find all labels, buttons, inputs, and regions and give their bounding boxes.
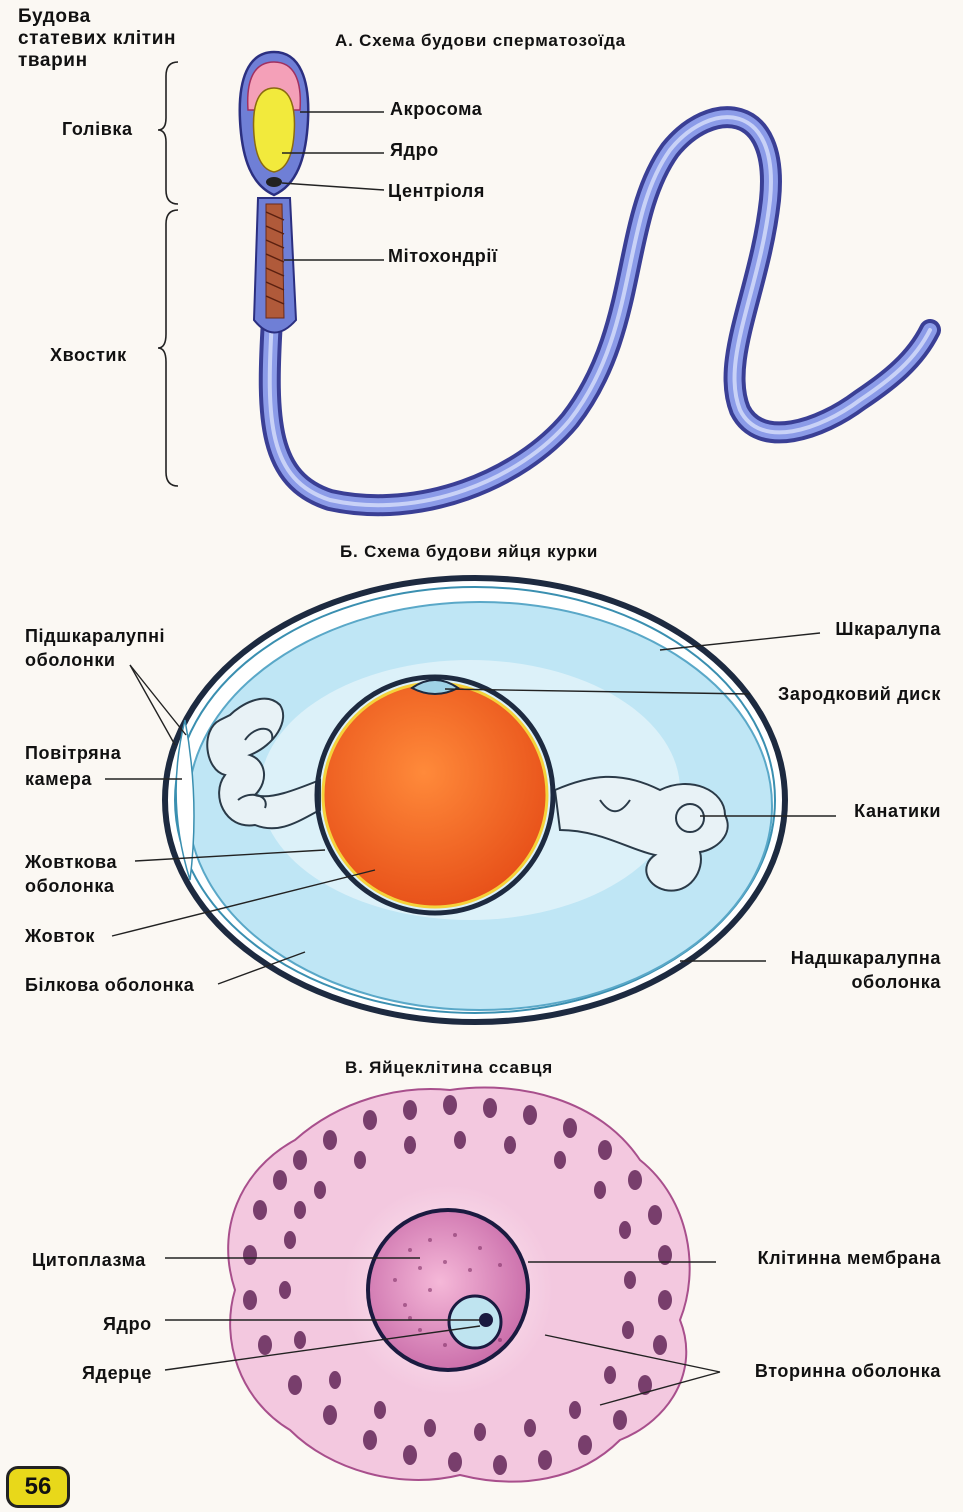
label-germinal-disc: Зародковий диск [778, 684, 941, 704]
sperm-diagram [157, 50, 941, 517]
ovum-leaders [164, 1257, 721, 1406]
label-secondary-membrane: Вторинна оболонка [754, 1361, 941, 1381]
nucleus [252, 87, 296, 173]
label-tail: Хвостик [50, 345, 127, 365]
yolk [321, 681, 549, 909]
label-air-chamber: Повітряна камера [25, 743, 122, 789]
label-shell-membranes: Підшкаралупні оболонки [25, 626, 166, 670]
section-c-title: В. Яйцеклітина ссавця [345, 1058, 553, 1077]
tail-brace [157, 209, 179, 487]
label-ovum-nucleus: Ядро [103, 1314, 152, 1334]
egg-leaders [105, 632, 836, 985]
mammal-ovum-diagram [227, 1086, 691, 1483]
germinal-disc [410, 679, 460, 695]
sperm-leaders [281, 111, 385, 261]
follicle-cells [243, 1095, 672, 1475]
nucleolus [479, 1313, 493, 1327]
label-cell-membrane: Клітинна мембрана [757, 1248, 941, 1268]
label-albumen: Білкова оболонка [25, 975, 195, 995]
air-chamber [175, 719, 195, 881]
sperm-tail [258, 106, 941, 517]
label-cuticle: Надшкаралупна оболонка [790, 948, 941, 992]
centriole [266, 177, 282, 187]
section-b-title: Б. Схема будови яйця курки [340, 542, 599, 561]
ovum-nucleus [447, 1294, 503, 1350]
label-shell: Шкаралупа [835, 619, 941, 639]
label-acrosome: Акросома [390, 99, 483, 119]
head-brace [157, 61, 179, 205]
label-vitelline-membrane: Жовткова оболонка [25, 852, 118, 896]
section-a-title: А. Схема будови сперматозоїда [335, 31, 626, 50]
label-cytoplasm: Цитоплазма [32, 1250, 146, 1270]
egg-diagram [162, 575, 788, 1025]
chalaza-right [553, 775, 729, 892]
label-centriole: Центріоля [388, 181, 485, 201]
label-head: Голівка [62, 119, 133, 139]
label-nucleolus: Ядерце [82, 1363, 153, 1383]
vitelline-membrane [314, 674, 556, 916]
main-title: Будова статевих клітин тварин [18, 6, 177, 71]
label-yolk: Жовток [25, 926, 96, 946]
label-mitochondria: Мітохондрії [388, 246, 498, 266]
page-number-badge: 56 [6, 1466, 70, 1508]
label-sperm-nucleus: Ядро [390, 140, 439, 160]
chalaza-left [206, 697, 321, 830]
cytoplasm-granules [393, 1233, 502, 1347]
label-chalazae: Канатики [854, 801, 941, 821]
oocyte-cell [366, 1208, 530, 1372]
